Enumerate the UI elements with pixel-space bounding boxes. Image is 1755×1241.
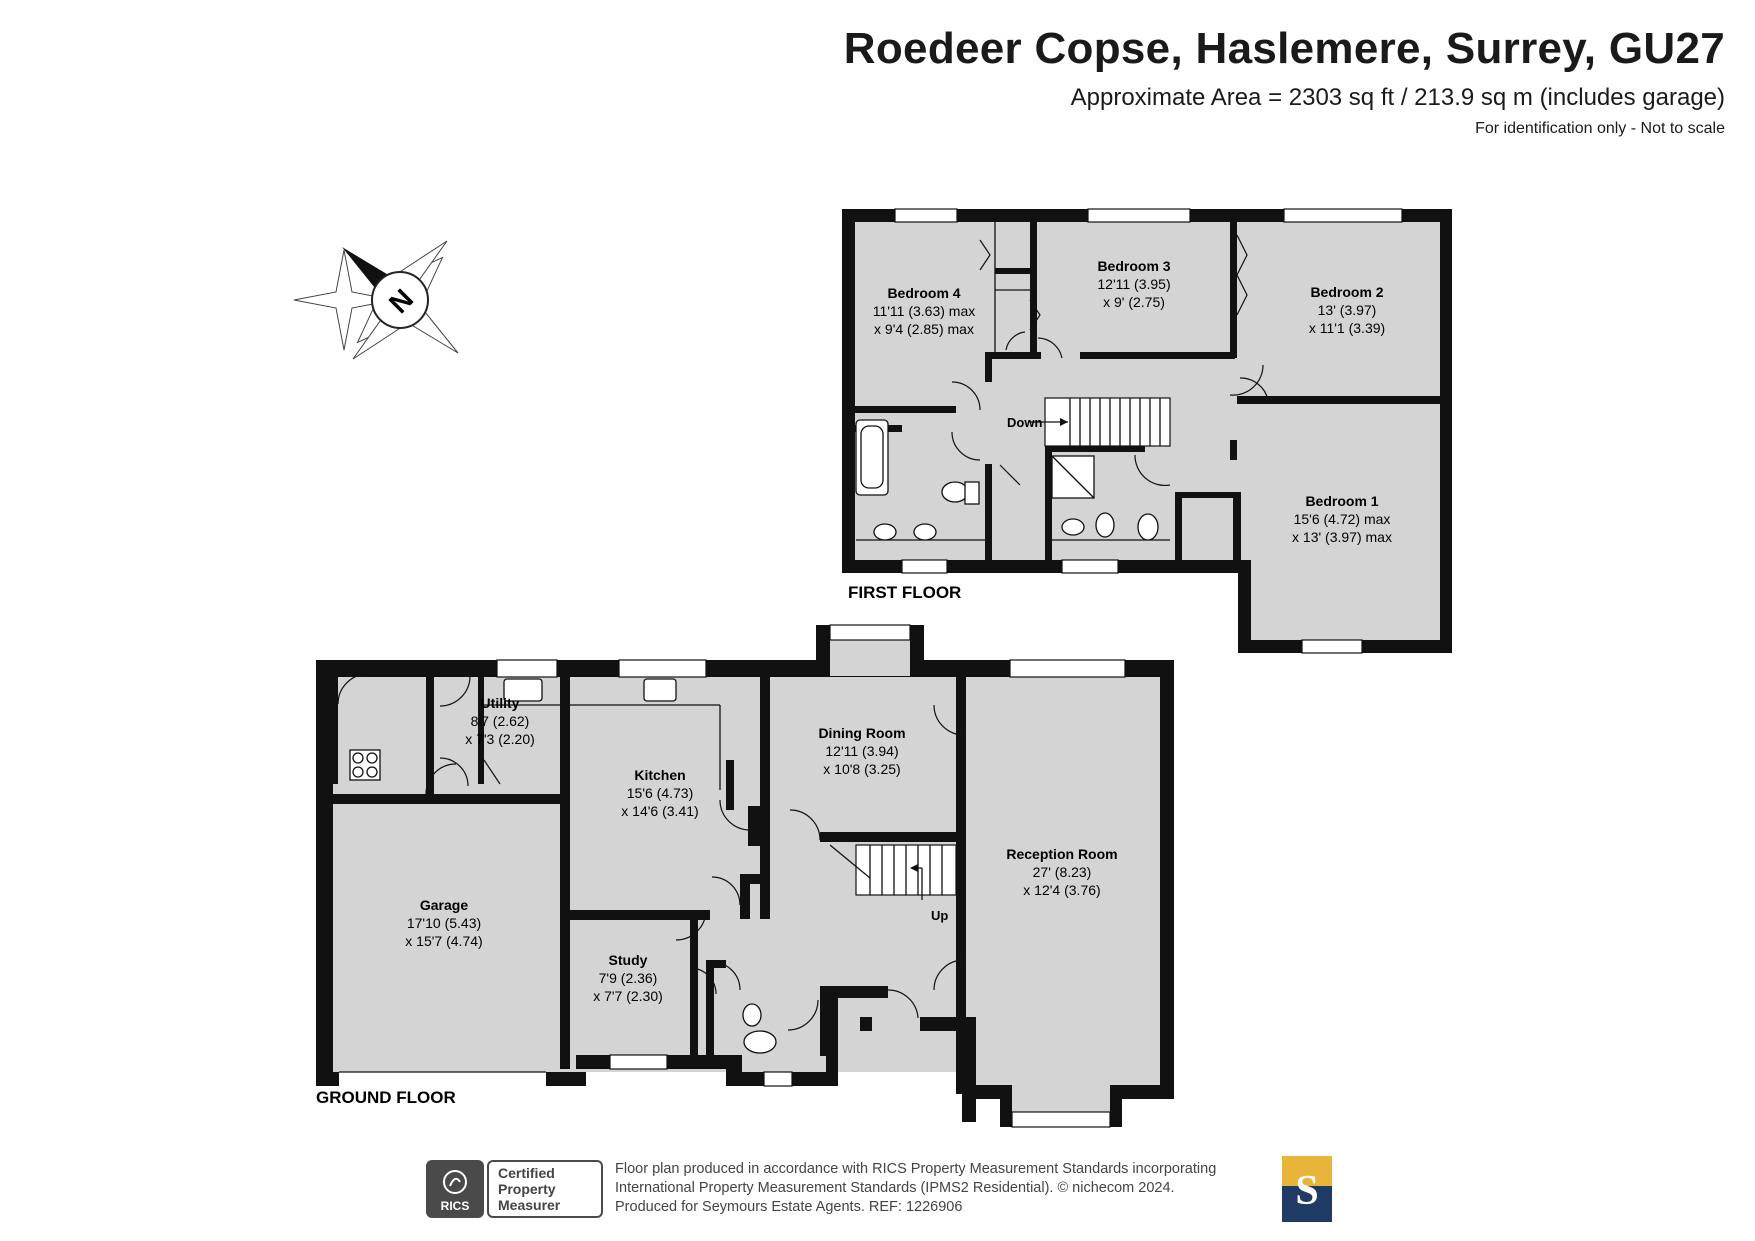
ground-floor-plan: Utility 8'7 (2.62) x 7'3 (2.20) Kitchen … (316, 624, 1174, 1128)
room-bedroom-3-name: Bedroom 3 (1097, 258, 1170, 274)
room-dining-room-dim2: x 10'8 (3.25) (823, 761, 900, 777)
room-bedroom-3-dim2: x 9' (2.75) (1103, 294, 1165, 310)
room-bedroom-3-dim1: 12'11 (3.95) (1097, 276, 1170, 292)
room-bedroom-1-name: Bedroom 1 (1305, 493, 1378, 509)
footer-notes: Floor plan produced in accordance with R… (615, 1160, 1216, 1217)
room-bedroom-2-dim2: x 11'1 (3.39) (1309, 320, 1385, 336)
room-garage-name: Garage (420, 897, 468, 913)
identification-note: For identification only - Not to scale (1475, 120, 1725, 137)
page-title: Roedeer Copse, Haslemere, Surrey, GU27 (843, 24, 1725, 73)
footer-line-1: Floor plan produced in accordance with R… (615, 1161, 1217, 1177)
room-reception-room-name: Reception Room (1006, 846, 1117, 862)
room-bedroom-2-dim1: 13' (3.97) (1318, 302, 1377, 318)
badge-line-3: Measurer (498, 1197, 561, 1213)
approximate-area: Approximate Area = 2303 sq ft / 213.9 sq… (1070, 84, 1725, 111)
stairs-up-label: Up (931, 908, 948, 923)
room-utility-name: Utility (481, 695, 520, 711)
first-floor-label: FIRST FLOOR (848, 583, 961, 602)
room-bedroom-4-dim1: 11'11 (3.63) max (873, 303, 976, 319)
room-kitchen-name: Kitchen (634, 767, 685, 783)
room-reception-room-dim1: 27' (8.23) (1033, 864, 1092, 880)
room-bedroom-1-dim2: x 13' (3.97) max (1292, 529, 1392, 545)
room-utility-dim2: x 7'3 (2.20) (465, 731, 535, 747)
room-dining-room-name: Dining Room (818, 725, 905, 741)
stairs-down-label: Down (1007, 415, 1042, 430)
room-kitchen-dim2: x 14'6 (3.41) (621, 803, 698, 819)
ground-floor-label: GROUND FLOOR (316, 1088, 456, 1107)
compass-icon: N (293, 240, 459, 360)
room-garage-dim1: 17'10 (5.43) (407, 915, 481, 931)
room-bedroom-1-dim1: 15'6 (4.72) max (1294, 511, 1391, 527)
room-utility-dim1: 8'7 (2.62) (471, 713, 530, 729)
room-bedroom-4-name: Bedroom 4 (887, 285, 960, 301)
room-study-dim1: 7'9 (2.36) (599, 970, 658, 986)
room-dining-room-dim1: 12'11 (3.94) (825, 743, 898, 759)
room-bedroom-2-name: Bedroom 2 (1310, 284, 1383, 300)
seymours-logo: S (1282, 1156, 1332, 1222)
footer-line-3: Produced for Seymours Estate Agents. REF… (615, 1199, 963, 1215)
badge-line-2: Property (498, 1181, 556, 1197)
room-reception-room-dim2: x 12'4 (3.76) (1023, 882, 1100, 898)
room-study-name: Study (609, 952, 648, 968)
room-bedroom-4-dim2: x 9'4 (2.85) max (874, 321, 974, 337)
first-floor-plan: Bedroom 4 11'11 (3.63) max x 9'4 (2.85) … (842, 208, 1452, 654)
rics-org-text: RICS (441, 1199, 470, 1213)
brand-letter: S (1295, 1168, 1318, 1214)
footer-line-2: International Property Measurement Stand… (615, 1180, 1175, 1196)
room-study-dim2: x 7'7 (2.30) (593, 988, 663, 1004)
rics-certified-badge: RICS Certified Property Measurer (426, 1160, 603, 1218)
room-kitchen-dim1: 15'6 (4.73) (627, 785, 694, 801)
badge-line-1: Certified (498, 1165, 555, 1181)
room-garage-dim2: x 15'7 (4.74) (405, 933, 482, 949)
